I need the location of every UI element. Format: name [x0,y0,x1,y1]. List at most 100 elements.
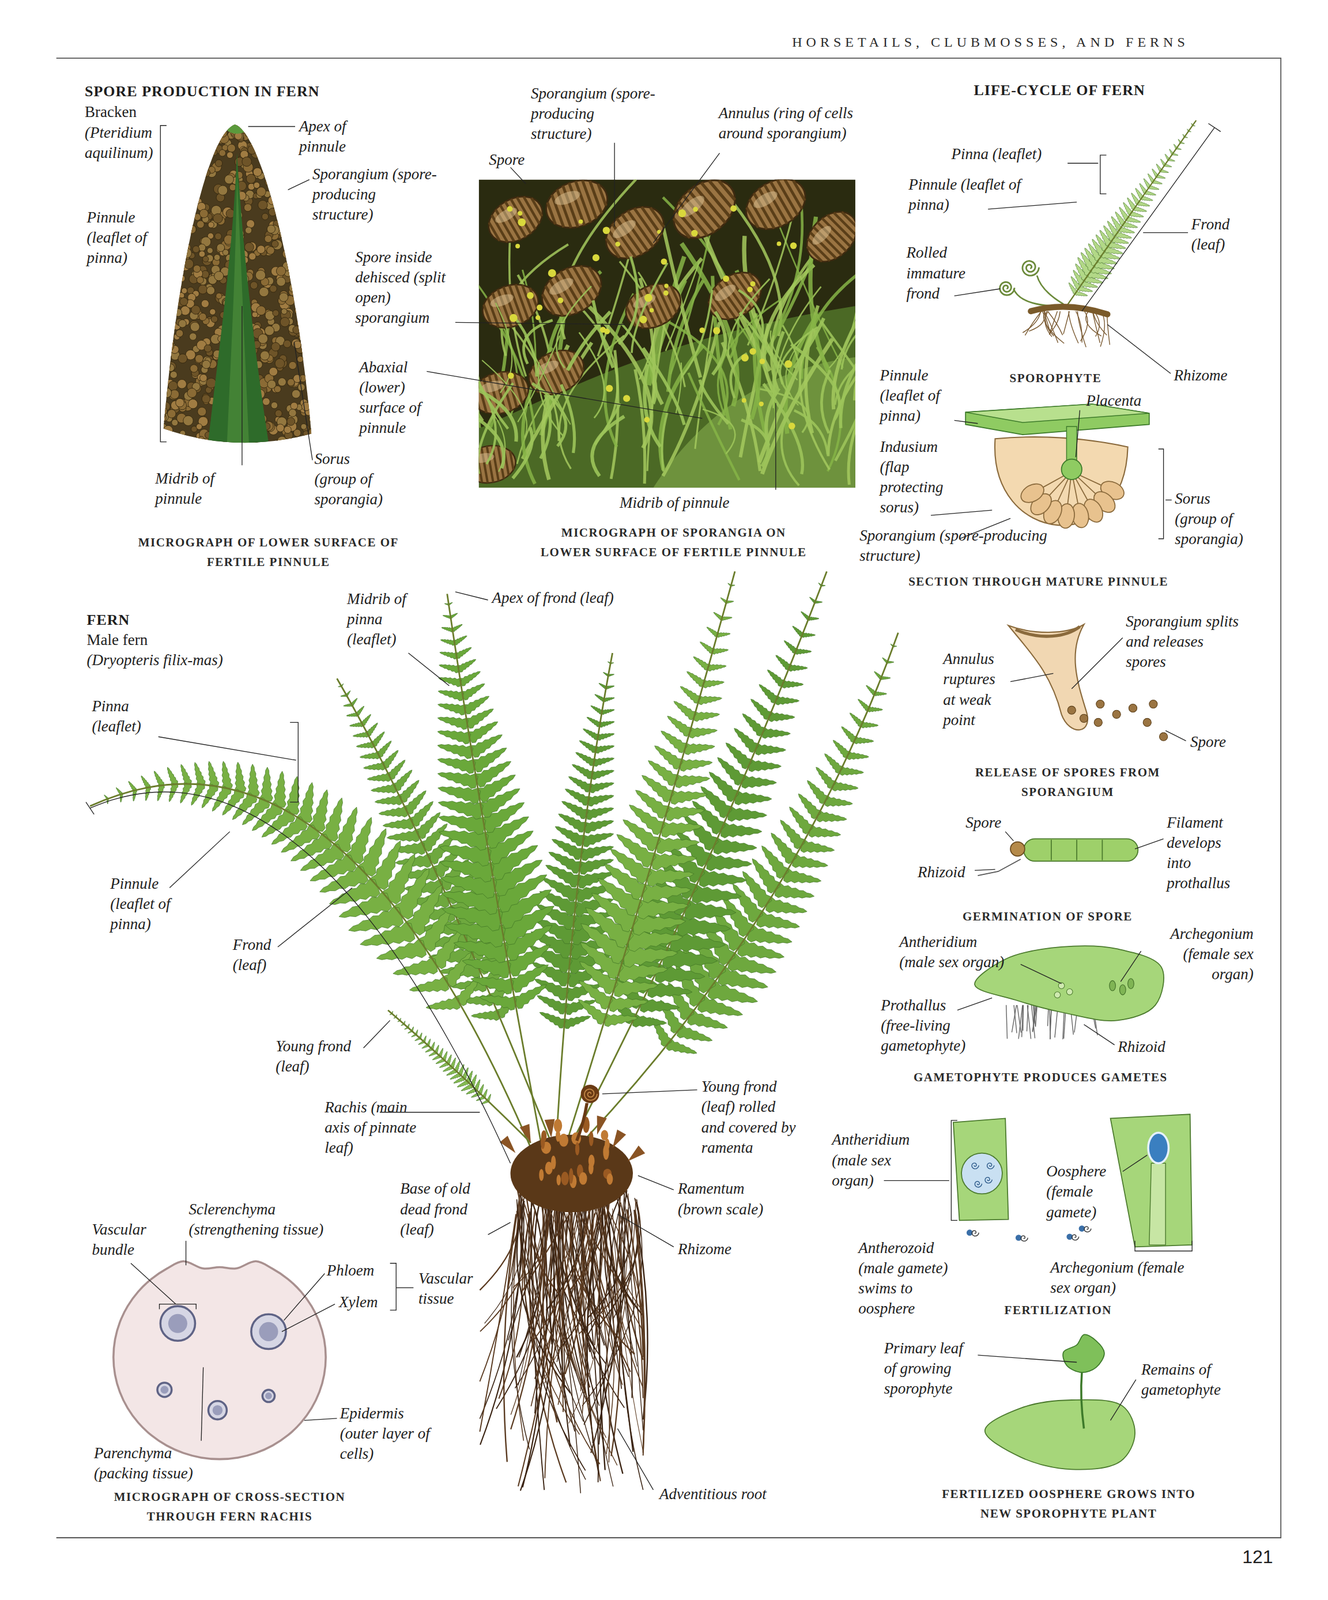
sporangium-dot [189,145,198,155]
sporangium-dot [302,209,311,219]
rolled-frond-stem [1036,275,1064,305]
fern-pinna [717,632,731,638]
fern-pinna [713,838,757,855]
sporangium [596,195,674,269]
sporangium-dot [256,140,263,147]
fertilization [953,1114,1192,1247]
sporangium-dot [298,333,307,342]
sporangium-dot [160,191,171,202]
sporangium [737,179,814,240]
sporangium-dot [209,308,217,316]
sporangium-dot [194,179,203,188]
hair-strand [741,419,768,467]
annulus-cell [784,179,802,210]
sporangium-dot [154,438,164,448]
fern-pinna [789,664,808,672]
sporangium-dot [206,130,213,137]
fern-frond [576,632,899,1149]
fern-pinna [774,883,814,899]
adventitious-root [520,1189,555,1491]
sporangium-dot [164,142,172,150]
sporangium-dot [272,142,281,152]
sporangium-dot [156,221,163,228]
sporangium-dot [307,229,315,236]
sporangium-dot [167,325,175,334]
sporangium-dot [269,367,278,376]
fern-pinna [647,981,693,998]
sporangium-dot [208,443,217,452]
fern-pinna [439,664,460,673]
fern-pinna [874,691,888,697]
fern-pinna [699,869,747,888]
sporangium-dot [289,263,298,272]
sporangium-dot [215,124,224,132]
sporangium-dot [178,163,186,171]
annulus-cell [483,304,491,325]
fern-pinna [802,632,816,639]
sporangium-dot [286,254,293,260]
fern-rachis [571,571,828,1143]
sporangium-dot [176,218,187,229]
sporangium-dot [168,209,176,217]
fern-pinna [599,721,615,728]
fern-pinna [583,820,614,833]
adventitious-root [623,1190,644,1431]
sporangium-dot [294,230,302,238]
sporangium-dot [219,149,226,157]
sporangium-dot [292,236,300,245]
fern-frond [1066,120,1197,307]
sporangium-dot [300,321,311,331]
annulus-cell [515,284,529,320]
sporangium-dot [173,135,181,143]
sporangium-dot [224,174,235,184]
sporangium-dot [156,410,166,420]
sporangium-dot [175,264,186,274]
sporangium-dot [173,248,183,258]
fern-pinna [707,664,727,672]
hair-strand [739,312,783,384]
sporangium-dot [195,354,204,363]
sporangium-dot [162,327,172,337]
sporangium-dot [208,221,214,228]
hair-strand [644,364,661,447]
sporangium-dot [281,308,288,315]
sporangium-dot [292,325,301,334]
sporangium-dot [301,350,308,357]
root [1063,311,1070,335]
sporangium-dot [308,340,318,349]
sporangium [662,179,747,251]
fern-base [479,1084,648,1494]
sporangium-dot [204,344,212,353]
sporangium-dot [272,310,279,317]
fern-pinna [583,729,600,741]
sporangium-dot [278,292,288,302]
sporangium-dot [301,346,309,355]
hair-strand [478,345,480,391]
sporangium-dot [202,360,211,369]
fern-rachis [89,783,531,1149]
sporangium-dot [297,238,306,246]
fern-rachis [447,593,542,1143]
sporangium-dot [163,425,173,436]
sporangium-dot [243,203,252,211]
sporangium-dot [250,281,258,290]
sporangium-dot [312,309,320,317]
sporangium-dot [217,127,228,138]
fern-pinna [579,846,614,861]
cell-wall [1076,839,1078,860]
hair-strand [591,416,625,477]
sporangium-dot [307,387,316,396]
fern-pinna [437,744,474,759]
sporangium-dot [258,200,269,210]
sporangium-dot [293,436,301,444]
sporangium-dot [209,443,218,452]
hair-strand [835,357,856,405]
fern-pinna [661,821,703,838]
fern-pinna [154,771,165,787]
sporangium-dot [305,307,316,318]
sporangium-dot [287,211,297,222]
sporangium-dot [253,167,262,177]
sporangium-dot [268,208,277,217]
sporangium-dot [286,164,294,172]
hair-strand [567,311,611,371]
